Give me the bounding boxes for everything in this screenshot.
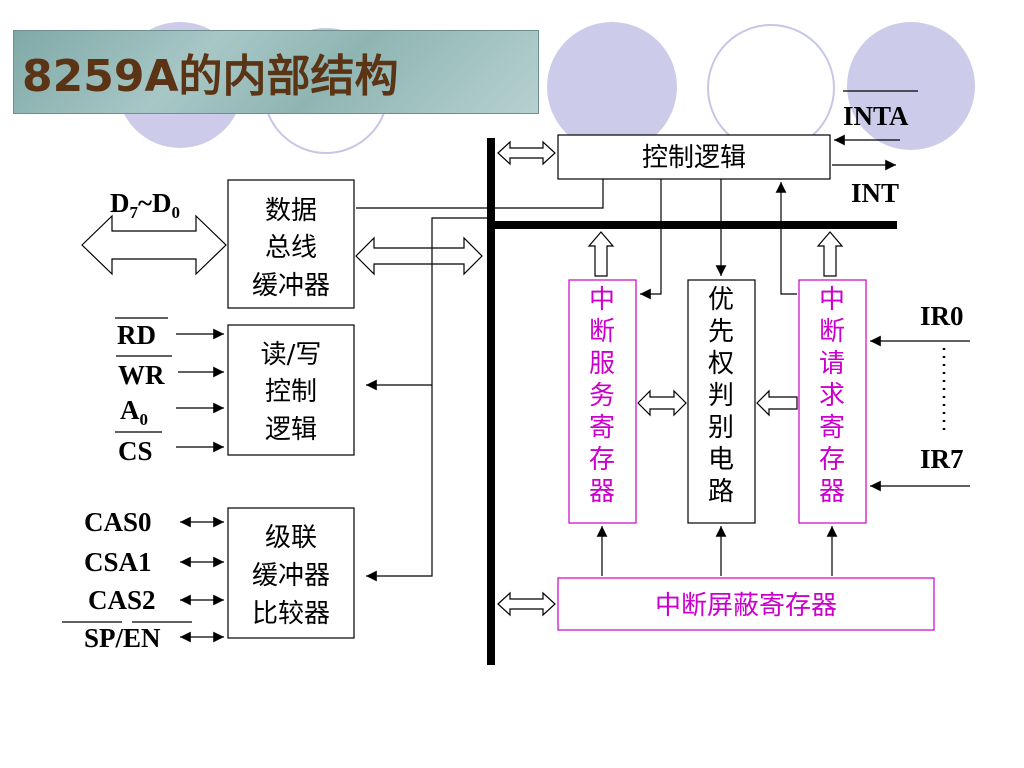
cascade-line1: 级联 xyxy=(265,523,317,553)
isr-char: 断 xyxy=(589,317,615,347)
control-to-isr-line xyxy=(640,179,662,300)
priority-char: 优 xyxy=(708,285,734,315)
ir7-label: IR7 xyxy=(920,444,964,474)
title-banner xyxy=(13,30,539,114)
control-to-databuffer-line xyxy=(356,179,604,209)
isr-priority-arrow xyxy=(637,389,687,417)
data-bus-buffer-block xyxy=(227,179,355,309)
isr-char: 中 xyxy=(589,285,615,315)
data-bus-double-arrow xyxy=(81,214,227,276)
irr-char: 存 xyxy=(819,445,845,475)
horizontal-bus xyxy=(495,221,897,229)
data-bus-buffer-line2: 总线 xyxy=(265,233,317,263)
page-title: 8259A的内部结构 xyxy=(22,51,399,102)
irr-char: 请 xyxy=(819,349,845,379)
irr-char: 器 xyxy=(819,477,845,507)
internal-bus-double-arrow xyxy=(355,236,483,276)
cascade-line2: 缓冲器 xyxy=(252,561,330,591)
isr-char: 务 xyxy=(589,381,615,411)
isr-char: 器 xyxy=(589,477,615,507)
a0-label: A0 xyxy=(120,395,148,429)
control-logic-bus-arrow xyxy=(497,140,556,166)
isr-bus-up-arrow xyxy=(587,231,615,277)
ir0-label: IR0 xyxy=(920,301,964,331)
isr-block xyxy=(568,279,637,524)
decor-circle xyxy=(847,22,975,150)
priority-resolver-block xyxy=(687,279,756,524)
data-lines-label: D7~D0 xyxy=(110,188,180,222)
cascade-block xyxy=(227,507,355,639)
irr-char: 寄 xyxy=(819,413,845,443)
decor-circle xyxy=(547,22,677,152)
rw-control-line3: 逻辑 xyxy=(265,415,317,445)
irr-char: 中 xyxy=(819,285,845,315)
rw-control-line1: 读/写 xyxy=(261,340,322,370)
imr-block xyxy=(557,577,935,631)
control-logic-block xyxy=(557,134,831,180)
priority-char: 路 xyxy=(708,477,734,507)
cs-label: CS xyxy=(118,436,153,466)
bus-to-modules-line xyxy=(366,217,487,582)
csa1-label: CSA1 xyxy=(84,547,152,577)
wr-label: WR xyxy=(118,360,165,390)
imr-label: 中断屏蔽寄存器 xyxy=(655,591,837,621)
cas2-label: CAS2 xyxy=(88,585,156,615)
rd-label: RD xyxy=(117,320,156,350)
inta-label: INTA xyxy=(843,101,909,131)
decor-circle xyxy=(707,24,835,152)
priority-char: 别 xyxy=(708,413,734,443)
int-label: INT xyxy=(851,178,899,208)
priority-char: 判 xyxy=(708,381,734,411)
rw-control-block xyxy=(227,324,355,456)
imr-bus-arrow xyxy=(497,591,556,617)
control-logic-label: 控制逻辑 xyxy=(642,143,746,173)
isr-char: 存 xyxy=(589,445,615,475)
irr-priority-arrow xyxy=(756,389,798,417)
data-bus-buffer-line1: 数据 xyxy=(265,196,317,226)
priority-char: 电 xyxy=(708,445,734,475)
rw-control-line2: 控制 xyxy=(265,377,317,407)
priority-char: 先 xyxy=(708,317,734,347)
cas0-label: CAS0 xyxy=(84,507,152,537)
irr-char: 断 xyxy=(819,317,845,347)
vertical-bus xyxy=(487,138,495,665)
irr-bus-up-arrow xyxy=(816,231,844,277)
cascade-line3: 比较器 xyxy=(252,599,330,629)
priority-char: 权 xyxy=(708,349,734,379)
isr-char: 寄 xyxy=(589,413,615,443)
sp-en-label: SP/EN xyxy=(84,623,161,653)
irr-to-control-line xyxy=(775,182,797,295)
isr-char: 服 xyxy=(589,349,615,379)
irr-char: 求 xyxy=(819,381,845,411)
irr-block xyxy=(798,279,867,524)
data-bus-buffer-line3: 缓冲器 xyxy=(252,271,330,301)
